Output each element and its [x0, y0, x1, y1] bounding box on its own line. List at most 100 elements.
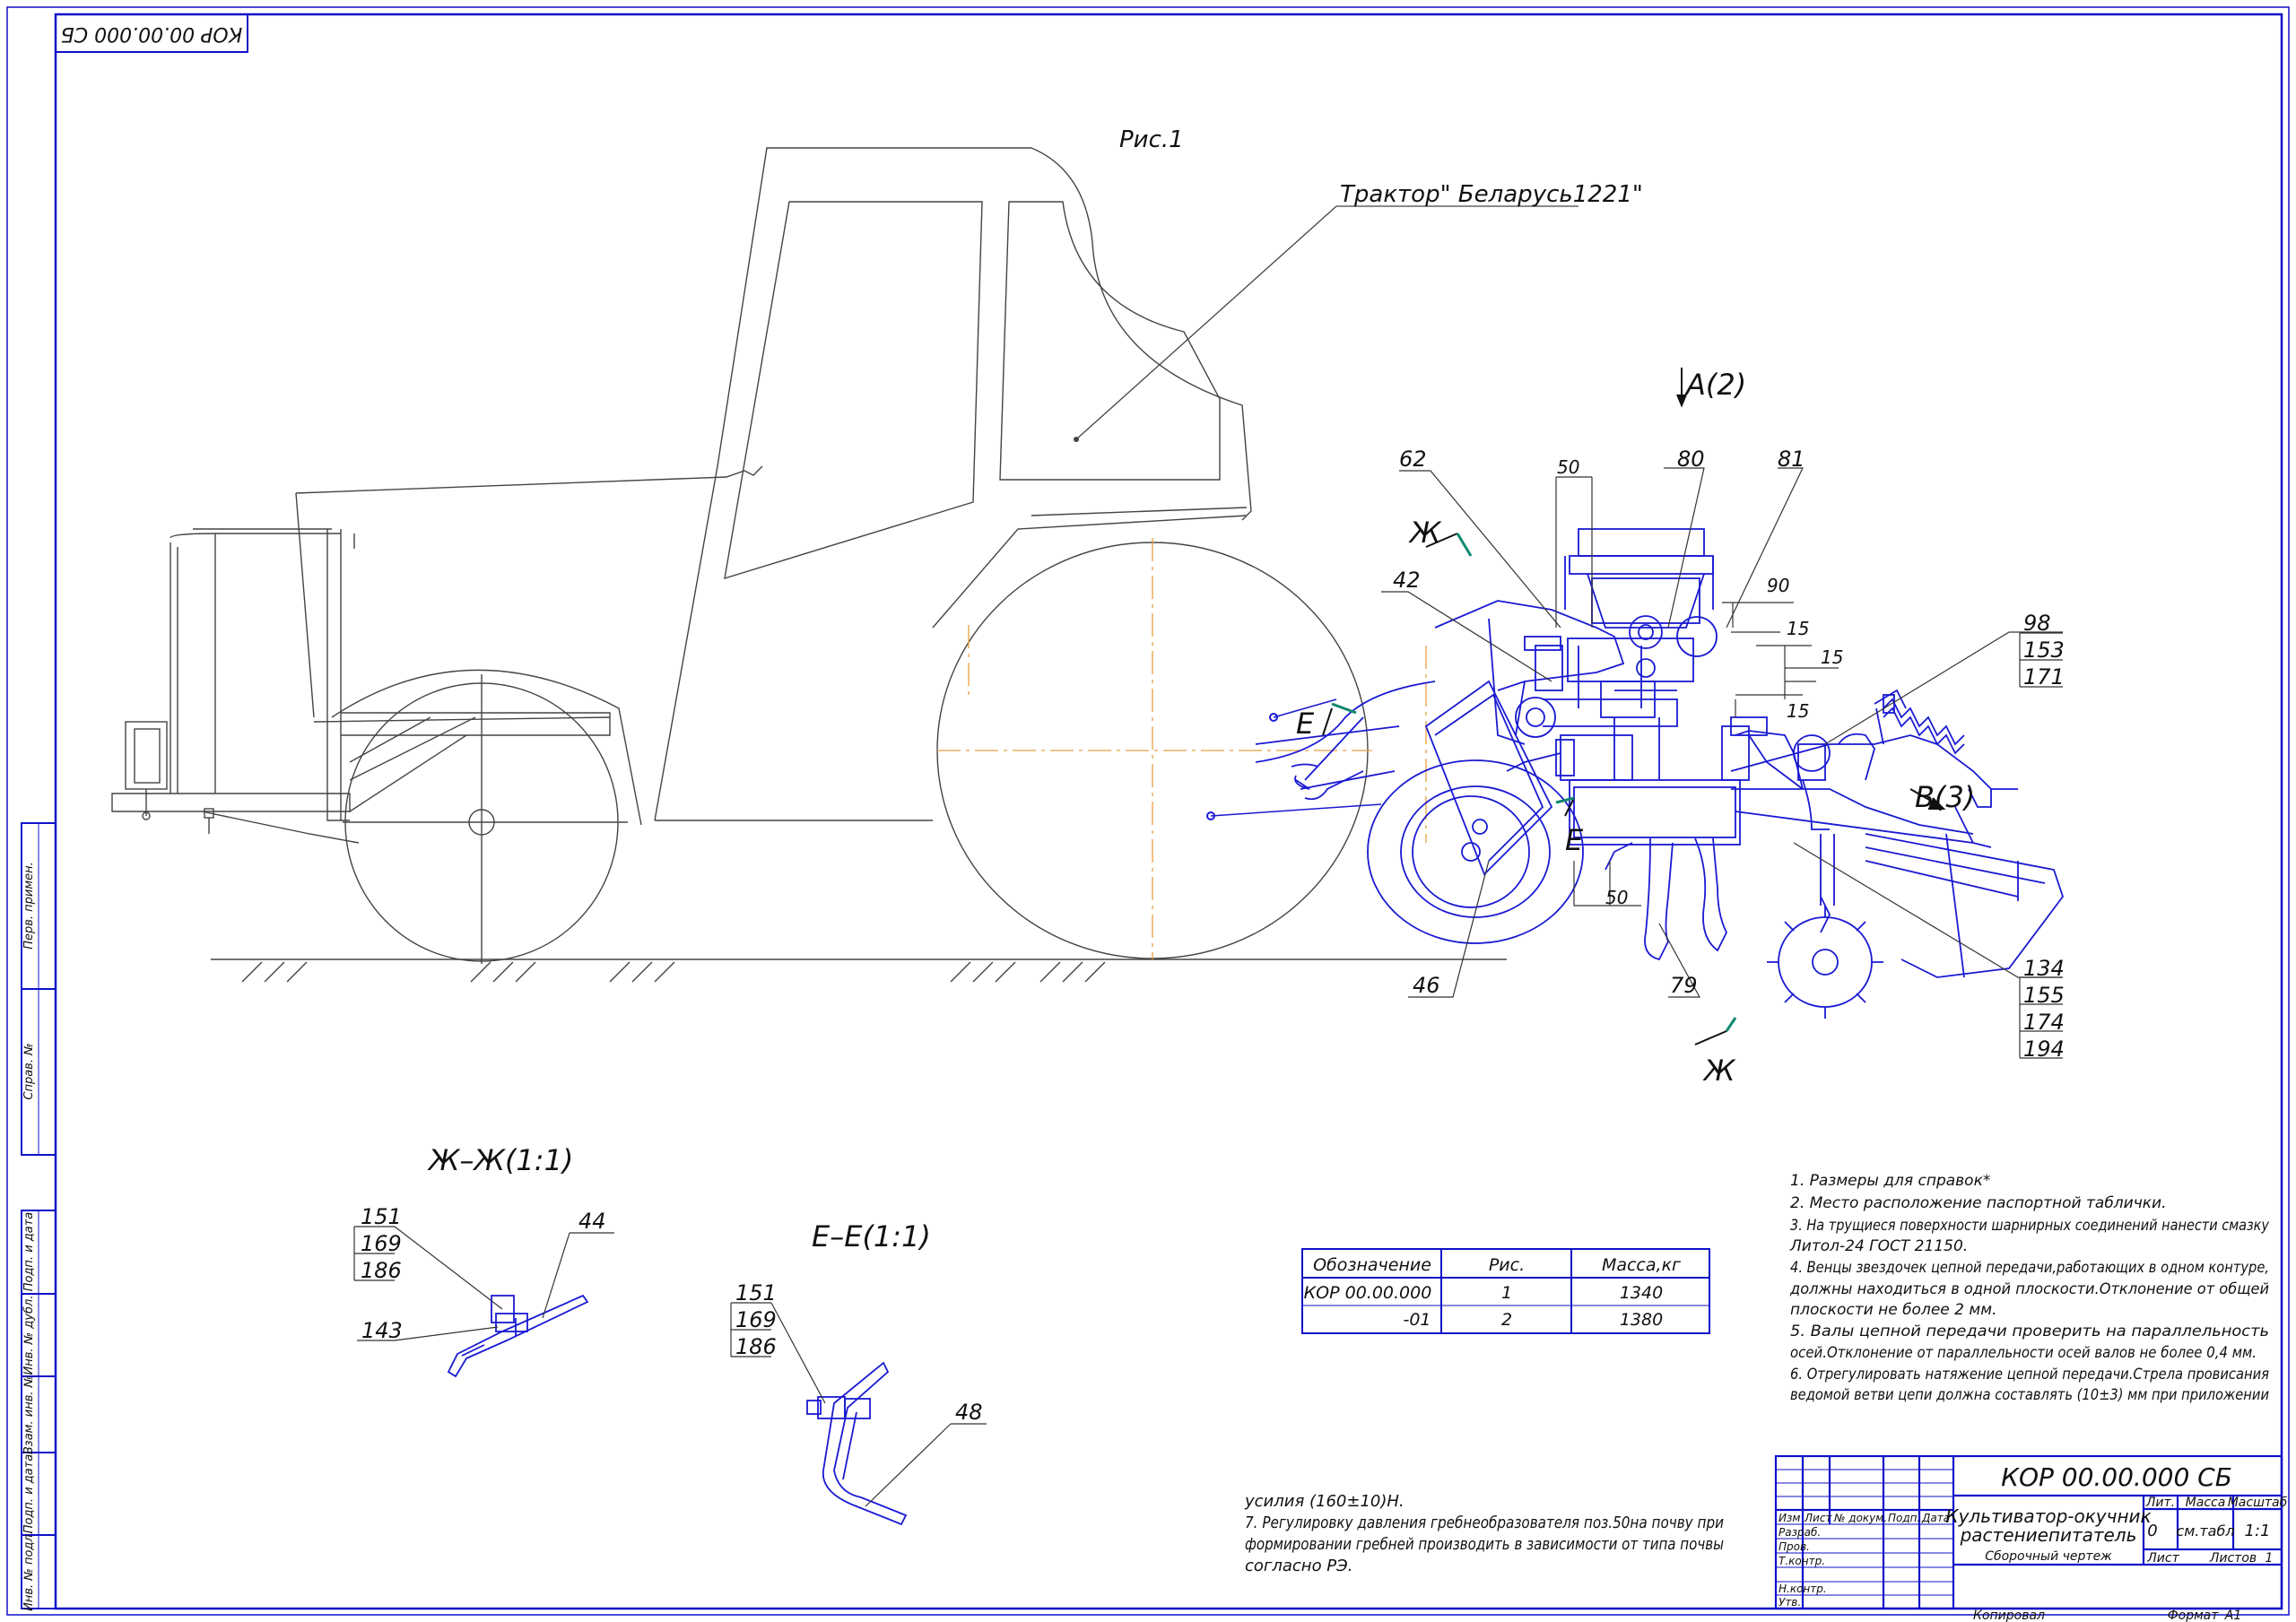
- tractor-label: Трактор" Беларусь1221": [1340, 181, 1643, 208]
- note-line: усилия (160±10)Н.: [1244, 1492, 1405, 1511]
- callout-62: 62: [1399, 447, 1427, 472]
- strip-label: Подп. и дата: [22, 1212, 36, 1292]
- mass-table-cell: 1: [1501, 1283, 1512, 1303]
- note-line: осей.Отклонение от параллельности осей в…: [1790, 1344, 2257, 1362]
- note-line: 1. Размеры для справок*: [1790, 1172, 1990, 1190]
- note-line: Литол-24 ГОСТ 21150.: [1789, 1237, 1968, 1255]
- dim-15-b: 15: [1821, 646, 1843, 668]
- mass-table-cell: 1340: [1620, 1283, 1663, 1303]
- callout-81: 81: [1778, 447, 1805, 472]
- view-b-label: B(3): [1915, 780, 1975, 814]
- title-col-header: Дата: [1921, 1512, 1950, 1524]
- tractor-outline: [111, 147, 1507, 983]
- title-col-header: Лист: [1804, 1512, 1832, 1524]
- strip-label: Перв. примен.: [22, 862, 36, 950]
- callout-46: 46: [1413, 973, 1440, 998]
- callout-stack-item: 155: [2023, 983, 2065, 1008]
- title-block-name-2: растениепитатель: [1960, 1524, 2137, 1546]
- technical-notes-continued: усилия (160±10)Н. 7. Регулировку давлени…: [1244, 1492, 1724, 1575]
- callout-stack-item: 169: [735, 1307, 777, 1332]
- note-line: ведомой ветви цепи должна составлять (10…: [1790, 1386, 2269, 1404]
- strip-label: Подп. и дата: [22, 1454, 36, 1534]
- callout-stack-item: 171: [2023, 664, 2065, 690]
- mass-table: Обозначение Рис. Масса,кг КОР 00.00.000 …: [1301, 1248, 1710, 1334]
- title-sheet-label: Лист: [2146, 1551, 2179, 1566]
- title-col-header: Подп.: [1888, 1512, 1920, 1524]
- title-role: Пров.: [1779, 1540, 1810, 1553]
- title-role: Н.контр.: [1779, 1583, 1827, 1595]
- title-sheets-label: Листов: [2209, 1551, 2257, 1566]
- note-line: 2. Место расположение паспортной табличк…: [1790, 1194, 2166, 1212]
- note-line: должны находиться в одной плоскости.Откл…: [1789, 1280, 2269, 1298]
- title-scale-label: Масштаб: [2228, 1496, 2288, 1510]
- figure-label: Рис.1: [1119, 126, 1184, 153]
- tractor-leader: [1075, 205, 1578, 440]
- title-block-name-1: Культиватор-окучник: [1945, 1505, 2151, 1527]
- title-lit-value: 0: [2147, 1522, 2157, 1540]
- callout-44: 44: [578, 1209, 606, 1234]
- dim-90: 90: [1767, 575, 1789, 596]
- dim-50-bottom: 50: [1605, 887, 1628, 908]
- section-zh-mark-top: Ж: [1408, 516, 1442, 550]
- callout-stack-item: 134: [2023, 956, 2065, 981]
- callout-42: 42: [1393, 568, 1421, 593]
- mass-table-header: Масса,кг: [1602, 1255, 1682, 1275]
- section-e-title: E–E(1:1): [812, 1219, 931, 1253]
- view-markers: [1322, 368, 1946, 1045]
- note-line: согласно РЭ.: [1245, 1557, 1352, 1575]
- callout-stack-item: 174: [2023, 1010, 2065, 1035]
- section-e-mark-top: E: [1296, 707, 1315, 741]
- title-sheets-value: 1: [2266, 1551, 2274, 1566]
- callout-stack-98: 98 153 171: [2019, 611, 2065, 690]
- section-e-mark-bottom: E: [1565, 823, 1584, 857]
- title-scale-value: 1:1: [2245, 1522, 2271, 1540]
- callout-stack-item: 153: [2023, 638, 2065, 663]
- note-line: 5. Валы цепной передачи проверить на пар…: [1790, 1323, 2269, 1340]
- callout-stack-item: 186: [735, 1334, 777, 1359]
- title-format: Формат: [2168, 1609, 2220, 1622]
- title-role: Разраб.: [1779, 1526, 1821, 1539]
- title-role: Т.контр.: [1779, 1555, 1825, 1567]
- strip-label: Взам. инв. №: [22, 1375, 36, 1454]
- title-col-header: № докум.: [1833, 1512, 1887, 1524]
- title-mass-label: Масса: [2186, 1496, 2226, 1510]
- technical-notes: 1. Размеры для справок* 2. Место располо…: [1789, 1172, 2270, 1404]
- corner-code-box: КОР 00.00.000 СБ: [55, 13, 248, 53]
- strip-label: Справ. №: [22, 1043, 36, 1099]
- implement-assembly: [1255, 528, 2065, 1019]
- note-line: плоскости не более 2 мм.: [1790, 1301, 1996, 1319]
- mass-table-cell: 1380: [1620, 1310, 1663, 1330]
- title-mass-value: см.табл: [2176, 1522, 2234, 1540]
- title-col-header: Изм: [1779, 1512, 1800, 1524]
- callout-stack-item: 98: [2023, 611, 2051, 636]
- callout-stack-item: 151: [735, 1280, 777, 1305]
- view-a-label: A(2): [1684, 368, 1746, 402]
- section-zh-mark-bottom: Ж: [1702, 1054, 1736, 1088]
- title-copied: Копировал: [1973, 1609, 2045, 1622]
- dim-15-c: 15: [1787, 700, 1809, 722]
- dimension-labels: 50 50 90 15 15 15: [1557, 456, 1843, 908]
- title-block-code: КОР 00.00.000 СБ: [2001, 1462, 2232, 1492]
- strip-label: Инв. № дубл.: [22, 1296, 36, 1375]
- section-zh-title: Ж–Ж(1:1): [427, 1143, 573, 1177]
- note-line: 3. На трущиеся поверхности шарнирных сое…: [1790, 1217, 2270, 1235]
- title-format-value: A1: [2224, 1609, 2241, 1622]
- left-strip: [21, 822, 57, 1609]
- view-letters: A(2) B(3) E E Ж Ж: [1296, 368, 1975, 1088]
- callout-79: 79: [1670, 973, 1698, 998]
- dim-15-a: 15: [1787, 618, 1809, 639]
- corner-code: КОР 00.00.000 СБ: [61, 22, 243, 45]
- callout-stack-item: 169: [361, 1231, 402, 1256]
- callout-48: 48: [955, 1400, 983, 1425]
- callout-stack-item: 186: [361, 1258, 402, 1283]
- note-line: 4. Венцы звездочек цепной передачи,работ…: [1790, 1259, 2269, 1277]
- callout-80: 80: [1677, 447, 1705, 472]
- centerlines: [937, 538, 1427, 959]
- ground-hatching: [241, 961, 1106, 983]
- callout-143: 143: [361, 1318, 403, 1343]
- strip-label: Инв. № подл.: [22, 1531, 36, 1611]
- callout-stack-item: 151: [361, 1204, 402, 1229]
- callout-stack-134: 134 155 174 194: [2019, 956, 2065, 1062]
- mass-table-header: Обозначение: [1313, 1255, 1431, 1275]
